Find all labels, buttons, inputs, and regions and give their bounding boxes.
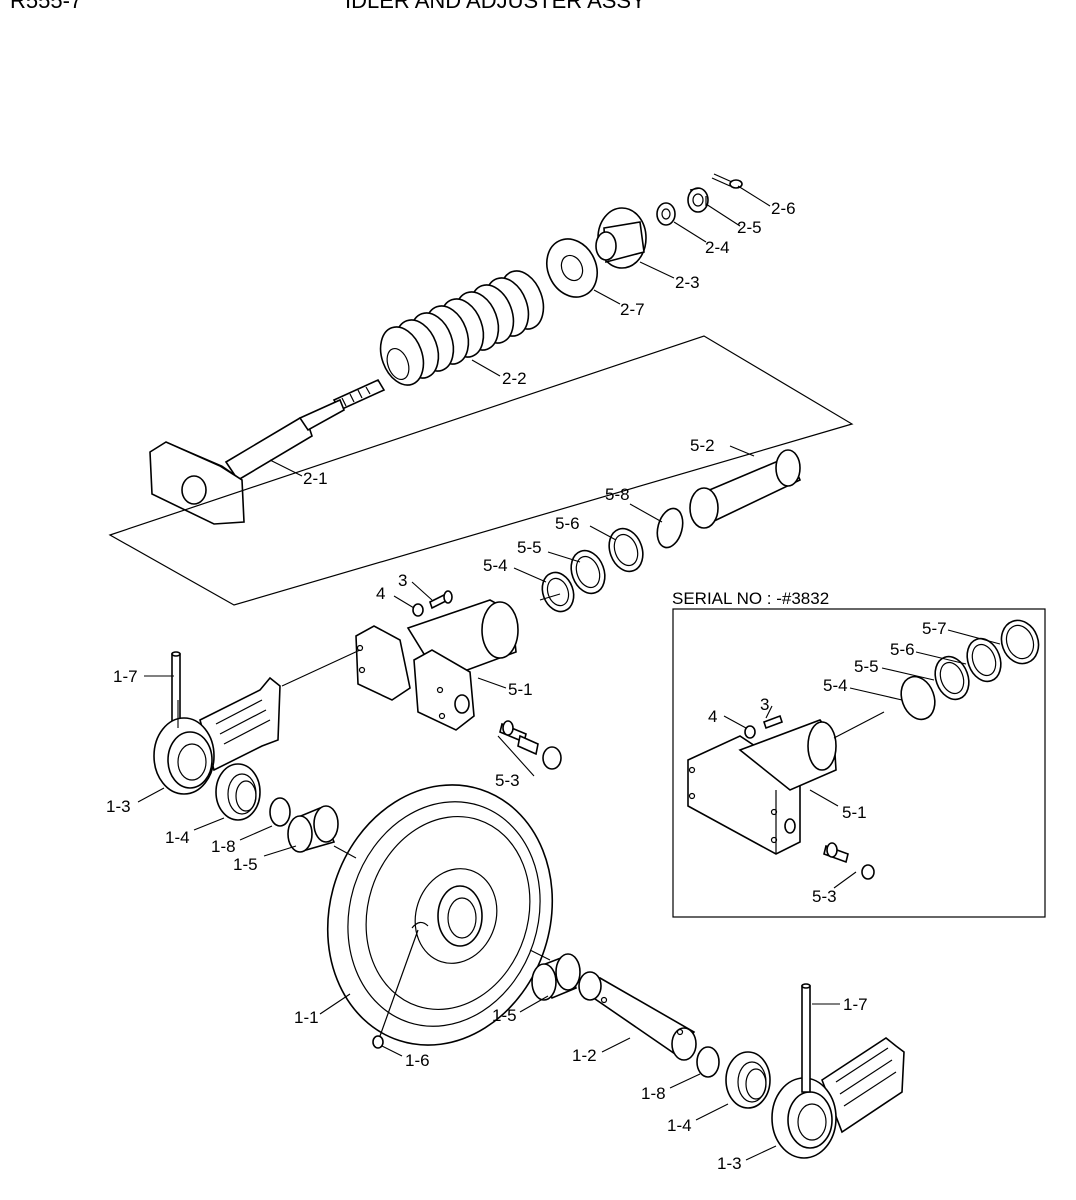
callout-2-7: 2-7 (620, 300, 645, 319)
callout-1-4-left: 1-4 (165, 828, 190, 847)
cylinder-5-1 (355, 599, 519, 731)
pin-1-7-right (801, 983, 811, 1093)
callout-2-3: 2-3 (675, 273, 700, 292)
inset-callout-4: 4 (708, 707, 717, 726)
snap-ring-5-8 (656, 507, 684, 549)
bolt-3 (429, 590, 453, 610)
inset-bolt-3 (762, 714, 784, 730)
inset-callout-5-3: 5-3 (812, 887, 837, 906)
inset-fitting-5-3 (823, 842, 875, 880)
callout-1-7-right: 1-7 (843, 995, 868, 1014)
callout-5-6: 5-6 (555, 514, 580, 533)
bushing-1-5-right (531, 953, 581, 1001)
inset-callout-5-5: 5-5 (854, 657, 879, 676)
callout-5-1: 5-1 (508, 680, 533, 699)
callout-5-3: 5-3 (495, 771, 520, 790)
inset-callout-5-4: 5-4 (823, 676, 848, 695)
idler-wheel-1-1 (326, 784, 554, 1046)
spring-2-2 (379, 270, 545, 386)
callout-1-3-right: 1-3 (717, 1154, 742, 1173)
rod-2-1 (149, 378, 386, 525)
callout-1-8-right: 1-8 (641, 1084, 666, 1103)
seal-1-4-right (725, 1051, 771, 1109)
fitting-5-3 (499, 720, 562, 770)
serial-inset: SERIAL NO : -#3832 (672, 589, 1046, 918)
nut-2-4 (656, 202, 676, 226)
callout-5-2: 5-2 (690, 436, 715, 455)
inset-seal-5-4 (900, 675, 936, 721)
callout-1-6: 1-6 (405, 1051, 430, 1070)
page-title: IDLER AND ADJUSTER ASSY (345, 0, 646, 13)
adjuster-assembly-outline (108, 335, 854, 606)
o-ring-1-8-right (696, 1046, 720, 1078)
callout-2-2: 2-2 (502, 369, 527, 388)
callout-1-4-right: 1-4 (667, 1116, 692, 1135)
callout-1-3-left: 1-3 (106, 797, 131, 816)
seal-5-4 (541, 571, 575, 613)
callout-5-8: 5-8 (605, 485, 630, 504)
bracket-2-3 (595, 207, 647, 269)
washer-4 (412, 603, 424, 617)
callout-5-5: 5-5 (517, 538, 542, 557)
callout-1-2: 1-2 (572, 1046, 597, 1065)
callout-1-7-left: 1-7 (113, 667, 138, 686)
inset-cylinder-5-1 (687, 719, 837, 855)
callout-3: 3 (398, 571, 407, 590)
serial-label: SERIAL NO : -#3832 (672, 589, 829, 608)
nut-2-5 (687, 187, 709, 213)
o-ring-1-8-left (269, 797, 291, 827)
inset-frame (672, 608, 1046, 918)
pin-1-7-left (171, 651, 181, 729)
inset-callout-5-1: 5-1 (842, 803, 867, 822)
ring-5-6 (608, 527, 644, 573)
cotter-pin-2-6 (711, 173, 743, 189)
model-number: R555-7 (10, 0, 82, 13)
plug-1-6 (372, 929, 419, 1049)
washer-2-7 (546, 238, 598, 298)
callout-5-4: 5-4 (483, 556, 508, 575)
bracket-1-3-right (771, 1037, 905, 1159)
callout-2-5: 2-5 (737, 218, 762, 237)
bushing-1-5-left (287, 805, 339, 853)
seal-1-4-left (215, 763, 261, 821)
inset-washer-4 (744, 725, 756, 739)
callout-2-1: 2-1 (303, 469, 328, 488)
callout-1-1: 1-1 (294, 1008, 319, 1027)
inset-callout-5-6: 5-6 (890, 640, 915, 659)
callout-1-5-left: 1-5 (233, 855, 258, 874)
callout-2-4: 2-4 (705, 238, 730, 257)
bracket-1-3-left (153, 676, 281, 795)
piston-5-2 (689, 449, 802, 529)
inset-ring-5-5 (934, 655, 970, 701)
callout-1-8-left: 1-8 (211, 837, 236, 856)
callout-4: 4 (376, 584, 385, 603)
inset-ring-5-6 (966, 637, 1002, 683)
shaft-1-2 (578, 971, 697, 1061)
callout-2-6: 2-6 (771, 199, 796, 218)
inset-callout-5-7: 5-7 (922, 619, 947, 638)
inset-ring-5-7 (1000, 619, 1040, 665)
inset-callout-3: 3 (760, 695, 769, 714)
callout-1-5-right: 1-5 (492, 1006, 517, 1025)
